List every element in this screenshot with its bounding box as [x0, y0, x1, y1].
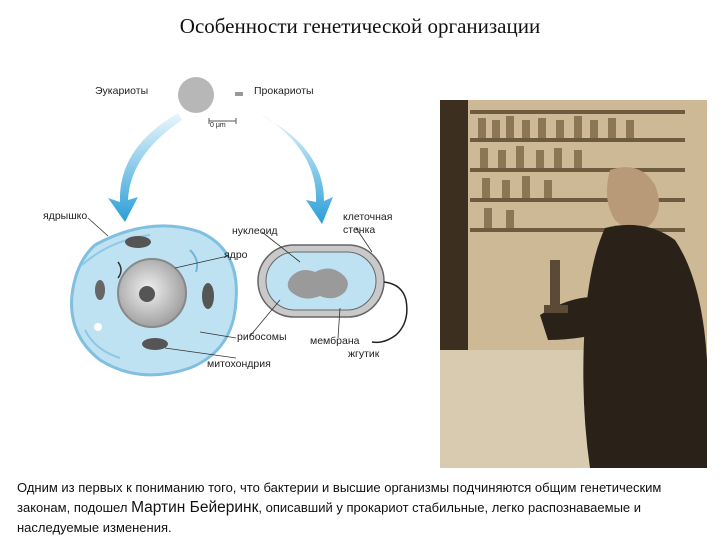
prokaryote-size-mark	[235, 92, 243, 96]
label-mitochondria: митохондрия	[207, 358, 271, 370]
caption-paragraph: Одним из первых к пониманию того, что ба…	[17, 478, 707, 538]
cell-diagram	[70, 77, 408, 377]
label-nucleus: ядро	[224, 249, 248, 261]
label-nucleolus: ядрышко	[43, 210, 88, 222]
label-membrane: мембрана	[310, 335, 360, 347]
label-eukaryotes: Эукариоты	[95, 85, 149, 97]
portrait-illustration	[440, 100, 707, 468]
label-prokaryotes: Прокариоты	[254, 85, 314, 97]
mitochondrion	[125, 236, 151, 248]
label-cell-wall-line2: стенка	[343, 224, 376, 236]
caption-scientist-name: Мартин Бейеринк	[131, 499, 259, 516]
prokaryotic-cell	[257, 244, 408, 344]
flagellum	[371, 281, 408, 344]
portrait-photo	[440, 100, 707, 468]
label-flagellum: жгутик	[348, 348, 380, 360]
label-nucleoid: нуклеоид	[232, 225, 278, 237]
eukaryote-size-circle	[178, 77, 214, 113]
eukaryotic-cell	[70, 224, 238, 377]
slide-title: Особенности генетической организации	[179, 14, 541, 38]
nucleoid	[287, 268, 348, 299]
arrow-to-prokaryote	[260, 113, 333, 224]
arrow-to-eukaryote	[108, 113, 182, 222]
caption-text-part1: Одним из первых к пониманию того, что ба…	[17, 480, 662, 515]
scale-label: 0 μm	[210, 122, 226, 129]
caption-text-part2: , описавший у прокариот стабильные, легк…	[17, 500, 642, 535]
label-cell-wall-line1: клеточная	[343, 211, 393, 223]
label-ribosomes: рибосомы	[237, 331, 287, 343]
